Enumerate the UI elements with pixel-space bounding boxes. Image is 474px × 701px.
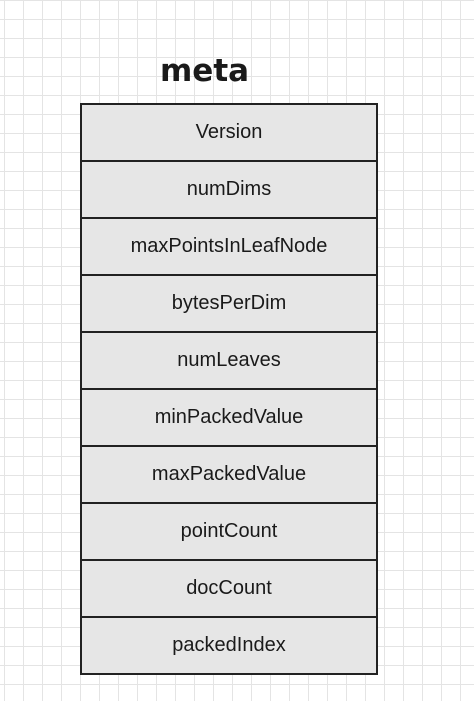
field-point-count: pointCount [82, 502, 376, 559]
field-min-packed-value: minPackedValue [82, 388, 376, 445]
diagram-title: meta [160, 53, 250, 89]
field-num-leaves: numLeaves [82, 331, 376, 388]
field-max-packed-value: maxPackedValue [82, 445, 376, 502]
field-num-dims: numDims [82, 160, 376, 217]
field-version: Version [82, 105, 376, 160]
field-doc-count: docCount [82, 559, 376, 616]
field-max-points-in-leaf-node: maxPointsInLeafNode [82, 217, 376, 274]
meta-structure-table: Version numDims maxPointsInLeafNode byte… [80, 103, 378, 675]
field-bytes-per-dim: bytesPerDim [82, 274, 376, 331]
field-packed-index: packedIndex [82, 616, 376, 673]
